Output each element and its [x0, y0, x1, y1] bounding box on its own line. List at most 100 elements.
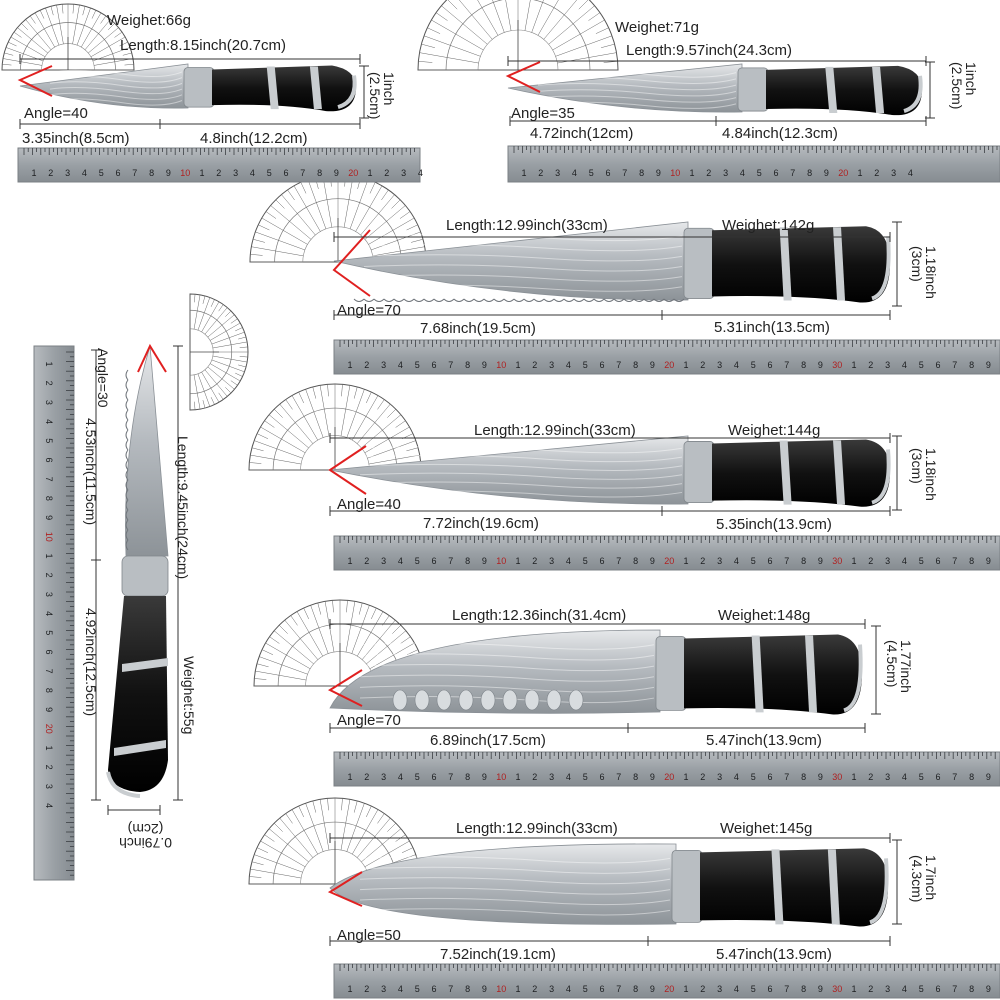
k5-knife-handle [684, 634, 862, 715]
k2-protractor-tick [595, 27, 609, 34]
k1-protractor-tick [21, 23, 29, 31]
k5-ruler-number: 5 [415, 772, 420, 782]
k3-ruler-number: 4 [566, 360, 571, 370]
steak-protractor-tick [238, 336, 247, 340]
k4-protractor-tick [250, 454, 302, 465]
k5-ruler-number: 20 [664, 772, 674, 782]
k5-handle-length-label: 5.47inch(13.9cm) [706, 732, 822, 749]
steak-knife-serration [125, 459, 129, 471]
k3-ruler-number: 4 [902, 360, 907, 370]
k6-blade-length-label: 7.52inch(19.1cm) [440, 946, 556, 963]
steak-ruler-number: 2 [44, 573, 54, 578]
k5-ruler-number: 1 [347, 772, 352, 782]
k6-ruler-number: 6 [599, 984, 604, 994]
k5-protractor-tick [371, 607, 377, 620]
k3-ruler-number: 5 [751, 360, 756, 370]
k6-protractor-tick [285, 813, 293, 824]
steak-protractor-tick [238, 364, 247, 368]
k3-ruler-number: 1 [851, 360, 856, 370]
k3-knife [333, 221, 891, 303]
k3-protractor-tick [349, 179, 369, 230]
k1-protractor-tick [100, 15, 107, 24]
k2-ruler-number: 9 [824, 168, 829, 178]
k1-ruler-number: 2 [384, 168, 389, 178]
k2-handle-length-label: 4.84inch(12.3cm) [722, 125, 838, 142]
steak-knife-serration [125, 489, 129, 501]
k1-protractor-tick [34, 12, 56, 48]
k3-knife-serration [593, 298, 605, 302]
steak-angle-marker [137, 343, 167, 373]
k3-ruler-number: 2 [532, 360, 537, 370]
k3-ruler-number: 6 [935, 360, 940, 370]
k6-protractor-tick [250, 868, 302, 879]
k1-knife-damascus-pattern [49, 98, 183, 106]
k3-protractor-tick [381, 189, 389, 201]
k4-protractor-tick [387, 409, 396, 418]
k4-knife-bolster [683, 441, 715, 504]
steak-knife-serration [125, 409, 129, 421]
k1-ruler-number: 2 [48, 168, 53, 178]
k3-knife-bolster [683, 227, 715, 299]
k5-ruler-number: 2 [364, 772, 369, 782]
k3-ruler-number: 1 [515, 360, 520, 370]
k3-knife-serration [563, 298, 575, 302]
k3-protractor-tick [261, 217, 308, 245]
k2-protractor-tick [537, 0, 559, 36]
k5-ruler-number: 2 [532, 772, 537, 782]
k1-knife-damascus-pattern [49, 69, 183, 77]
k3-protractor [249, 173, 427, 263]
k6-weight-label: Weighet:145g [720, 820, 813, 837]
k6-ruler-number: 9 [818, 984, 823, 994]
k3-angle-marker [332, 229, 371, 297]
k2-ruler-number: 7 [790, 168, 795, 178]
k6-protractor-tick [251, 861, 264, 866]
k1-knife-end-cap [337, 75, 357, 110]
k3-knife-handle [712, 226, 890, 303]
k5-ruler-number: 1 [683, 772, 688, 782]
k1-ruler-number: 6 [115, 168, 120, 178]
k3-ruler-number: 1 [683, 360, 688, 370]
k4-knife-damascus-pattern [359, 446, 683, 454]
k3-ruler-number: 7 [448, 360, 453, 370]
steak-ruler-body [33, 345, 75, 881]
k3-ruler-number: 6 [599, 360, 604, 370]
k6-knife [329, 843, 889, 927]
steak-protractor-tick [225, 310, 232, 317]
k5-knife-damascus-pattern [359, 642, 655, 650]
k3-protractor-tick [370, 231, 421, 251]
k1-ruler-number: 2 [216, 168, 221, 178]
k6-protractor-tick [353, 800, 358, 813]
k4-weight-label: Weighet:144g [728, 422, 821, 439]
k2-ruler-body [507, 145, 1000, 183]
k3-ruler-number: 9 [650, 360, 655, 370]
k1-ruler-number: 1 [367, 168, 372, 178]
k2-angle-label: Angle=35 [511, 105, 575, 122]
k4-ruler-number: 4 [902, 556, 907, 566]
k1-ruler-number: 20 [348, 168, 358, 178]
k5-angle-label: Angle=70 [337, 712, 401, 729]
k3-ruler-body [333, 339, 1000, 375]
k2-ruler-number: 4 [740, 168, 745, 178]
k3-ruler-number: 30 [832, 360, 842, 370]
k6-protractor-tick [312, 800, 317, 813]
k3-ruler-number: 6 [431, 360, 436, 370]
k1-knife-damascus-pattern [49, 92, 183, 100]
k2-knife-damascus-pattern [537, 83, 737, 91]
k2-ruler-number: 1 [521, 168, 526, 178]
k1-protractor-tick [119, 41, 128, 47]
steak-knife-serration [125, 479, 129, 491]
steak-protractor-tick [212, 341, 248, 349]
steak-protractor-tick [212, 355, 248, 363]
k2-protractor-tick [543, 0, 578, 40]
k6-protractor-tick [274, 823, 283, 832]
k3-knife-serration [433, 298, 445, 302]
steak-protractor-tick [207, 366, 235, 390]
k5-ruler-number: 6 [767, 772, 772, 782]
k4-protractor-tick [249, 462, 262, 464]
steak-protractor-tick [239, 346, 248, 348]
steak-protractor-tick [193, 374, 201, 410]
k3-protractor-tick [399, 211, 411, 219]
k4-protractor-tick [340, 385, 351, 437]
k4-protractor-tick [377, 399, 385, 410]
k6-protractor-tick [260, 840, 306, 868]
